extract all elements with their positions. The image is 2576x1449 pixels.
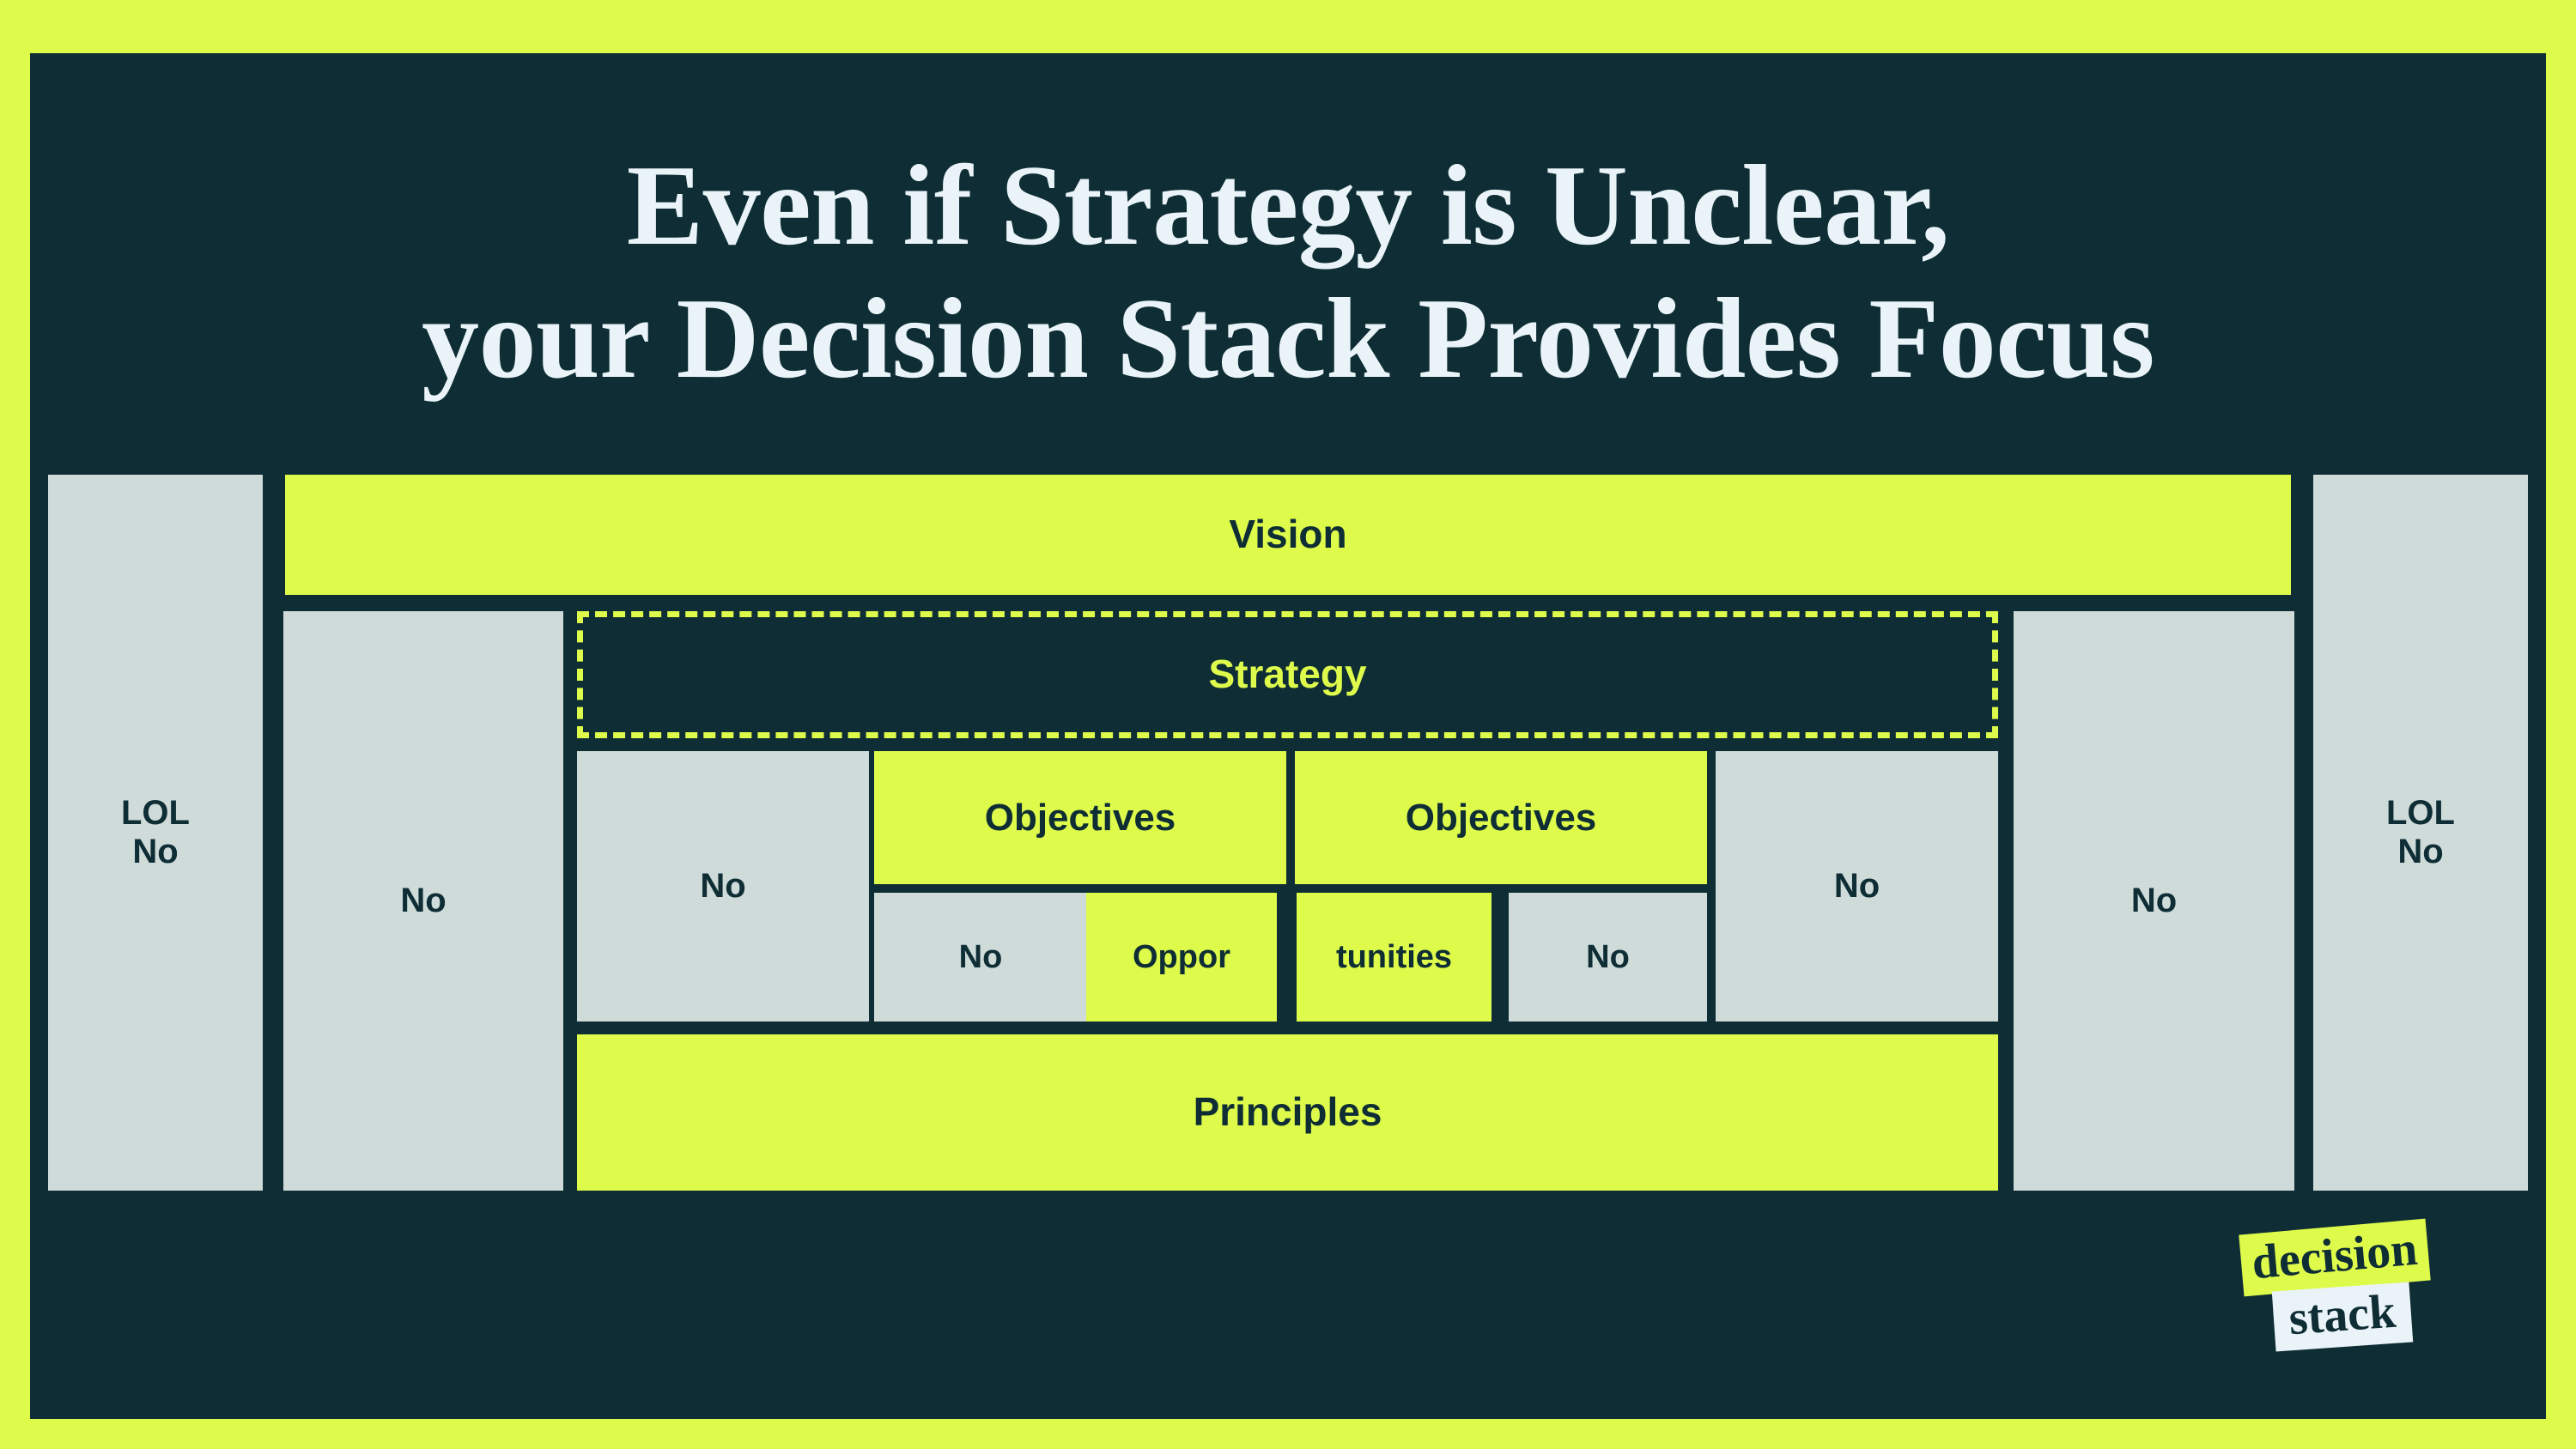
vision-bar: Vision <box>285 475 2291 595</box>
left-rail-lol-line-1: LOL <box>121 794 190 833</box>
left-rail-lol-box: LOL No <box>48 475 263 1191</box>
left-rail-lol-line-2: No <box>132 833 179 870</box>
right-column-no-label: No <box>2130 882 2178 920</box>
right-column-no-box: No <box>2014 611 2294 1191</box>
vision-label: Vision <box>1229 512 1347 557</box>
principles-bar: Principles <box>577 1034 1998 1191</box>
strategy-box: Strategy <box>577 611 1998 738</box>
opportunities-box-oppor-label: Oppor <box>1133 938 1230 975</box>
right-rail-lol-line-2: No <box>2397 833 2444 870</box>
page-title-line-2: your Decision Stack Provides Focus <box>422 275 2154 403</box>
objectives-row-no-left: No <box>577 751 869 1022</box>
objectives-box-2-label: Objectives <box>1405 796 1597 839</box>
objectives-row-no-right: No <box>1716 751 1998 1022</box>
page-title-line-1: Even if Strategy is Unclear, <box>626 142 1950 269</box>
logo-word-stack: stack <box>2271 1282 2414 1352</box>
objectives-box-1-label: Objectives <box>984 796 1176 839</box>
opportunities-row-no-right: No <box>1509 893 1707 1022</box>
decision-stack-logo: decision stack <box>2239 1218 2490 1382</box>
opportunities-box-oppor: Oppor <box>1086 893 1277 1022</box>
opportunities-row-no-left: No <box>874 893 1087 1022</box>
page-title: Even if Strategy is Unclear, your Decisi… <box>30 139 2546 406</box>
left-column-no-label: No <box>400 882 447 920</box>
objectives-row-no-right-label: No <box>1833 867 1880 906</box>
principles-label: Principles <box>1193 1089 1382 1135</box>
right-rail-lol-box: LOL No <box>2313 475 2528 1191</box>
right-rail-lol-line-1: LOL <box>2386 794 2455 833</box>
left-column-no-box: No <box>283 611 563 1191</box>
opportunities-box-tunities-label: tunities <box>1335 938 1453 975</box>
objectives-box-1: Objectives <box>874 751 1286 884</box>
objectives-box-2: Objectives <box>1295 751 1707 884</box>
objectives-row-no-left-label: No <box>700 867 746 906</box>
opportunities-row-no-right-label: No <box>1586 938 1630 975</box>
opportunities-row-no-left-label: No <box>958 938 1003 975</box>
opportunities-box-tunities: tunities <box>1297 893 1492 1022</box>
strategy-label: Strategy <box>1208 652 1367 697</box>
